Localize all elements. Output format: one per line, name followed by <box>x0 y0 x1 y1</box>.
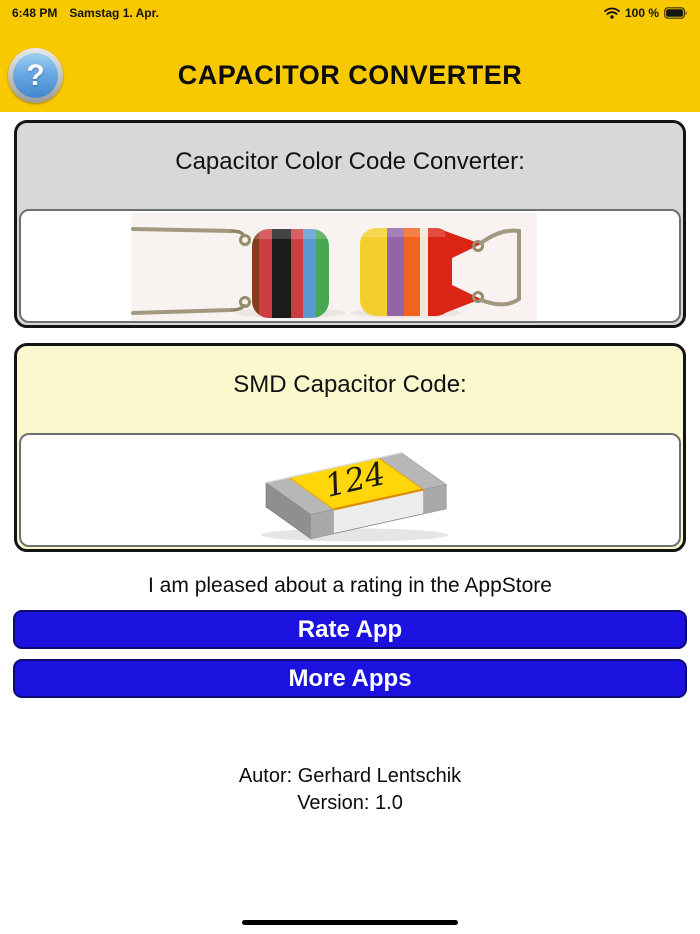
author-text: Autor: Gerhard Lentschik <box>238 765 462 787</box>
status-right: 100 % <box>604 6 688 20</box>
color-code-card: Capacitor Color Code Converter: <box>14 120 686 328</box>
capacitor-photo <box>131 213 537 321</box>
question-mark-icon: ? <box>13 53 58 98</box>
smd-image-panel[interactable]: 124 <box>19 433 681 547</box>
wifi-icon <box>604 7 620 19</box>
top-bar: 6:48 PM Samstag 1. Apr. 100 % <box>0 0 700 112</box>
rate-app-button[interactable]: Rate App <box>13 610 687 649</box>
page-title: CAPACITOR CONVERTER <box>177 60 523 90</box>
more-apps-button[interactable]: More Apps <box>13 659 687 698</box>
version-text: Version: 1.0 <box>297 792 403 814</box>
status-date: Samstag 1. Apr. <box>69 6 159 20</box>
smd-code-card: SMD Capacitor Code: 124 <box>14 343 686 552</box>
status-bar: 6:48 PM Samstag 1. Apr. 100 % <box>0 0 700 26</box>
color-code-image-panel[interactable] <box>19 209 681 323</box>
smd-capacitor-image: 124 <box>261 452 448 542</box>
home-indicator[interactable] <box>242 920 458 925</box>
footer: Autor: Gerhard Lentschik Version: 1.0 <box>0 763 700 817</box>
color-code-card-title: Capacitor Color Code Converter: <box>175 148 525 175</box>
status-left: 6:48 PM Samstag 1. Apr. <box>12 6 159 20</box>
status-time: 6:48 PM <box>12 6 58 20</box>
battery-percent: 100 % <box>624 6 659 20</box>
rating-message: I am pleased about a rating in the AppSt… <box>148 574 552 597</box>
smd-card-title: SMD Capacitor Code: <box>233 371 467 398</box>
help-button[interactable]: ? <box>8 48 63 103</box>
battery-icon <box>664 7 688 19</box>
